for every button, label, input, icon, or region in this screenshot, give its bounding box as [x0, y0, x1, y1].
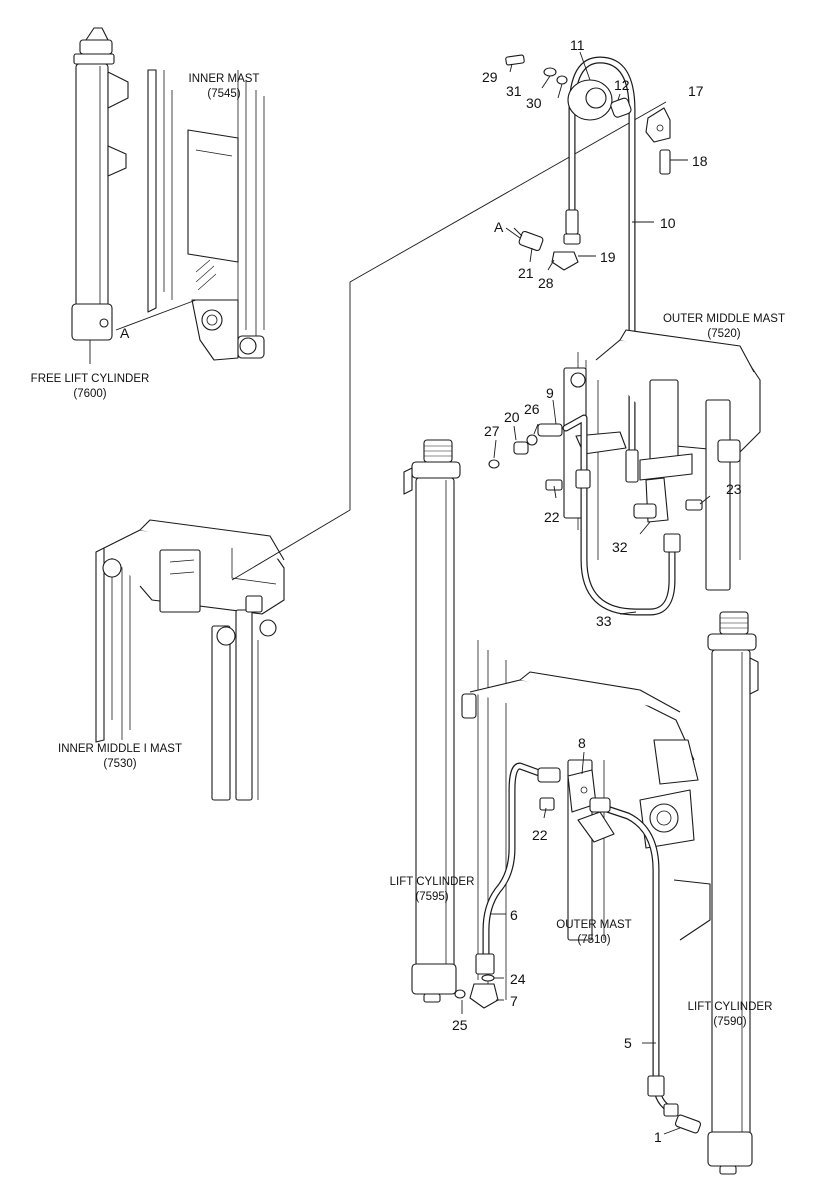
lift-cylinder-7595-label: LIFT CYLINDER [390, 876, 475, 888]
free-lift-cylinder-label: FREE LIFT CYLINDER [31, 373, 150, 385]
assembly-labels: INNER MAST (7545) FREE LIFT CYLINDER (76… [31, 73, 785, 1028]
outer-middle-mast-frame [563, 329, 761, 591]
callout-numbers: 11 29 31 30 12 17 18 10 19 21 28 9 20 26… [452, 37, 742, 1145]
callout-11: 11 [570, 37, 585, 53]
callout-25: 25 [452, 1017, 468, 1033]
inner-middle-mast-code: (7530) [103, 758, 136, 770]
callout-26: 26 [524, 401, 540, 417]
callout-9: 9 [546, 385, 554, 401]
outer-middle-mast-label: OUTER MIDDLE MAST [663, 313, 785, 325]
callout-8: 8 [578, 735, 586, 751]
hose-9-33 [488, 414, 703, 616]
reference-mark-a-cylinder: A [120, 325, 130, 341]
callout-19: 19 [600, 249, 616, 265]
outer-middle-mast-code: (7520) [707, 328, 740, 340]
callout-17: 17 [688, 83, 704, 99]
inner-mast-label: INNER MAST [189, 73, 260, 85]
lift-cylinder-7590-code: (7590) [713, 1016, 746, 1028]
free-lift-cylinder-code: (7600) [73, 388, 106, 400]
leader-lines [461, 51, 711, 1135]
inner-middle-mast-label: INNER MIDDLE I MAST [58, 743, 182, 755]
inner-mast-frame [147, 69, 265, 361]
lift-cylinder-7590 [707, 611, 759, 1175]
callout-32: 32 [612, 539, 628, 555]
callout-31: 31 [506, 83, 522, 99]
callout-7: 7 [510, 993, 518, 1009]
reference-mark-a-top: A [494, 219, 504, 235]
inner-middle-mast-frame [95, 519, 285, 801]
callout-5: 5 [624, 1035, 632, 1051]
callout-20: 20 [504, 409, 520, 425]
callout-28: 28 [538, 275, 554, 291]
top-hose-assembly [505, 54, 671, 474]
callout-29: 29 [482, 69, 498, 85]
outer-mast-frame [461, 640, 711, 1000]
callout-33: 33 [596, 613, 612, 629]
free-lift-cylinder [71, 27, 129, 364]
lift-cylinder-7595-code: (7595) [415, 891, 448, 903]
callout-12: 12 [614, 77, 630, 93]
callout-27: 27 [484, 423, 500, 439]
callout-6: 6 [510, 907, 518, 923]
outer-mast-code: (7510) [577, 934, 610, 946]
callout-1: 1 [654, 1129, 662, 1145]
callout-18: 18 [692, 153, 708, 169]
callout-24: 24 [510, 971, 526, 987]
callout-30: 30 [526, 95, 542, 111]
outer-mast-label: OUTER MAST [556, 919, 631, 931]
callout-23: 23 [726, 481, 742, 497]
callout-22-bottom: 22 [532, 827, 548, 843]
lift-cylinder-7595 [403, 439, 461, 1003]
lift-cylinder-7590-label: LIFT CYLINDER [688, 1001, 773, 1013]
hose-5-6 [454, 762, 702, 1134]
callout-22-top: 22 [544, 509, 560, 525]
inner-mast-code: (7545) [207, 88, 240, 100]
callout-21: 21 [518, 265, 534, 281]
callout-10: 10 [660, 215, 676, 231]
